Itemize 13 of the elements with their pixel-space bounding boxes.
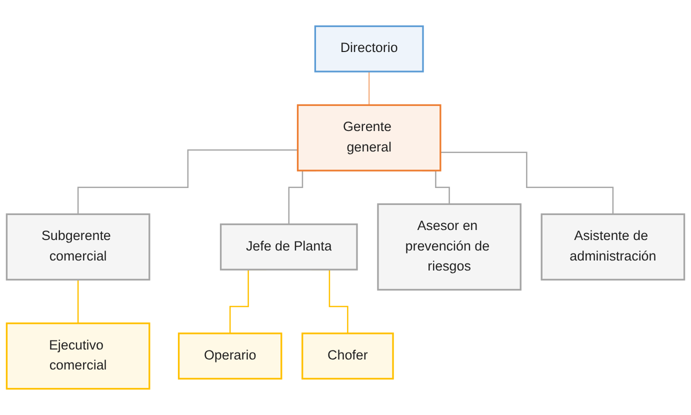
- node-box: Jefe de Planta: [220, 223, 358, 270]
- connector: [77, 149, 298, 215]
- connector: [368, 70, 370, 106]
- node-box: Asistente de administración: [540, 213, 686, 281]
- node-box: Subgerente comercial: [6, 213, 150, 281]
- connector: [77, 279, 79, 324]
- connector: [440, 152, 614, 215]
- node-box: Gerente general: [296, 104, 442, 172]
- node-box: Operario: [178, 332, 282, 380]
- node-box: Ejecutivo comercial: [6, 322, 150, 390]
- node-box: Chofer: [302, 332, 394, 380]
- node-box: Directorio: [314, 25, 424, 72]
- node-box: Asesor en prevención de riesgos: [377, 203, 522, 291]
